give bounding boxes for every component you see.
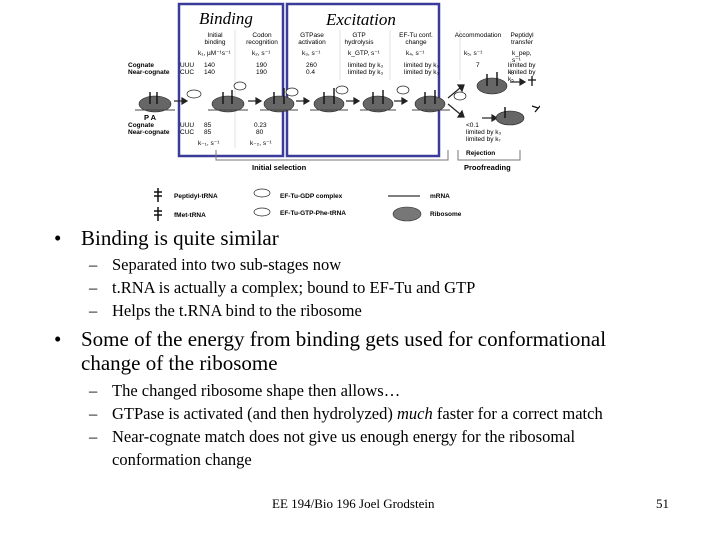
legend-peptidyl-trna: Peptidyl-tRNA [174,193,218,200]
col-title-peptidyl-transfer: Peptidyl transfer [510,32,534,46]
bullet-1-subs: –Separated into two sub-stages now –t.RN… [89,253,701,322]
initial-selection-label: Initial selection [252,163,307,172]
bullet-dot: • [54,327,62,351]
sub-bullet-text: Helps the t.RNA bind to the ribosome [112,301,362,320]
sub-bullet-emphasis: much [397,404,433,423]
value-k3-cognate: 260 [306,62,317,69]
figure-graphic [135,2,541,222]
legend-glyphs [154,188,422,222]
value-kpep-near: limited by k₅ [508,69,536,83]
sub-bullet-text: Near-cognate match does not give us enou… [112,427,576,469]
sub-bullet-text: Separated into two sub-stages now [112,255,342,274]
rejection-label: Rejection [466,150,496,157]
ribosome-kinetics-figure: Binding Excitation Initial binding Codon… [120,0,541,230]
value-k2-near: 190 [256,69,267,76]
unit-kgtp: k_GTP, s⁻¹ [348,50,380,57]
value-kminus2-near: 80 [256,129,264,136]
page-number: 51 [656,496,669,511]
binding-header: Binding [199,9,253,28]
site-labels: P A [144,113,157,122]
proofreading-label: Proofreading [464,163,511,172]
value-kgtp-near: limited by k₃ [348,69,384,76]
rejection-note-2: limited by k₇ [466,136,501,143]
sub-bullet: –Separated into two sub-stages now [89,255,342,274]
legend-mrna: mRNA [430,193,450,200]
bullet-1-text: Binding is quite similar [81,226,279,250]
rejection-note-1: limited by k₃ [466,129,502,136]
unit-k4: k₄, s⁻¹ [406,50,425,57]
unit-k1: k₁, µM⁻¹s⁻¹ [198,50,231,57]
value-k2-cognate: 190 [256,62,267,69]
bullet-dot: • [54,226,62,250]
sub-bullet-text: faster for a correct match [432,404,603,423]
codon-uuu-top: UUU [180,62,195,69]
legend-ribosome: Ribosome [430,211,462,218]
unit-k5: k₅, s⁻¹ [464,50,483,57]
codon-uuu-bottom: UUU [180,122,195,129]
legend-fmet-trna: fMet-tRNA [174,212,206,219]
col-title-gtpase-activation: GTPase activation [298,32,326,46]
sub-bullet-text: t.RNA is actually a complex; bound to EF… [112,278,476,297]
value-kminus2-cognate: 0.23 [254,122,267,129]
value-k1-near: 140 [204,69,215,76]
codon-cuc-top: CUC [180,69,195,76]
value-k3-near: 0.4 [306,69,316,76]
sub-bullet-text: The changed ribosome shape then allows… [112,381,401,400]
sub-bullet: –GTPase is activated (and then hydrolyze… [89,404,603,423]
legend-eftu-gtp-trna: EF-Tu-GTP-Phe-tRNA [280,210,346,217]
row-label-near-bottom: Near-cognate [128,129,170,136]
value-k4-cognate: limited by k₃ [404,62,440,69]
value-kminus1-cognate: 85 [204,122,212,129]
unit-k3: k₃, s⁻¹ [302,50,321,57]
unit-kminus1: k₋₁, s⁻¹ [198,140,220,147]
row-label-cognate-bottom: Cognate [128,122,154,129]
binding-box [177,2,285,158]
value-kminus1-near: 85 [204,129,212,136]
bullet-2: • Some of the energy from binding gets u… [54,327,651,471]
sub-bullet: –The changed ribosome shape then allows… [89,381,401,400]
value-kgtp-cognate: limited by k₃ [348,62,384,69]
codon-cuc-bottom: CUC [180,129,195,136]
sub-bullet: –t.RNA is actually a complex; bound to E… [89,278,476,297]
rejection-value: <0.1 [466,122,479,129]
value-k4-near: limited by k₃ [404,69,440,76]
sub-bullet: –Near-cognate match does not give us eno… [89,427,576,469]
legend-eftu-gdp: EF-Tu-GDP complex [280,193,343,200]
unit-kminus2: k₋₂, s⁻¹ [250,140,272,147]
excitation-header: Excitation [326,10,396,29]
value-k5-cognate: 7 [476,62,480,69]
col-title-initial-binding: Initial binding [204,32,226,46]
bullet-2-text: Some of the energy from binding gets use… [81,327,607,375]
sub-bullet: –Helps the t.RNA bind to the ribosome [89,301,362,320]
col-title-gtp-hydrolysis: GTP hydrolysis [344,32,374,46]
bullet-1: • Binding is quite similar –Separated in… [54,226,701,322]
bullet-2-subs: –The changed ribosome shape then allows…… [89,379,692,471]
unit-kpep: k_pep, s⁻¹ [512,50,532,64]
col-title-codon-recognition: Codon recognition [246,32,278,46]
sub-bullet-text: GTPase is activated (and then hydrolyzed… [112,404,397,423]
unit-k2: k₂, s⁻¹ [252,50,271,57]
row-label-near-cognate: Near-cognate [128,69,170,76]
excitation-box [285,2,441,158]
footer-course: EE 194/Bio 196 Joel Grodstein [272,496,435,511]
col-title-eftu-conf-change: EF-Tu conf. change [399,32,433,46]
value-kpep-cognate: limited by k₅ [508,62,536,76]
row-label-cognate: Cognate [128,62,154,69]
value-k1-cognate: 140 [204,62,215,69]
col-title-accommodation: Accommodation [454,32,502,39]
